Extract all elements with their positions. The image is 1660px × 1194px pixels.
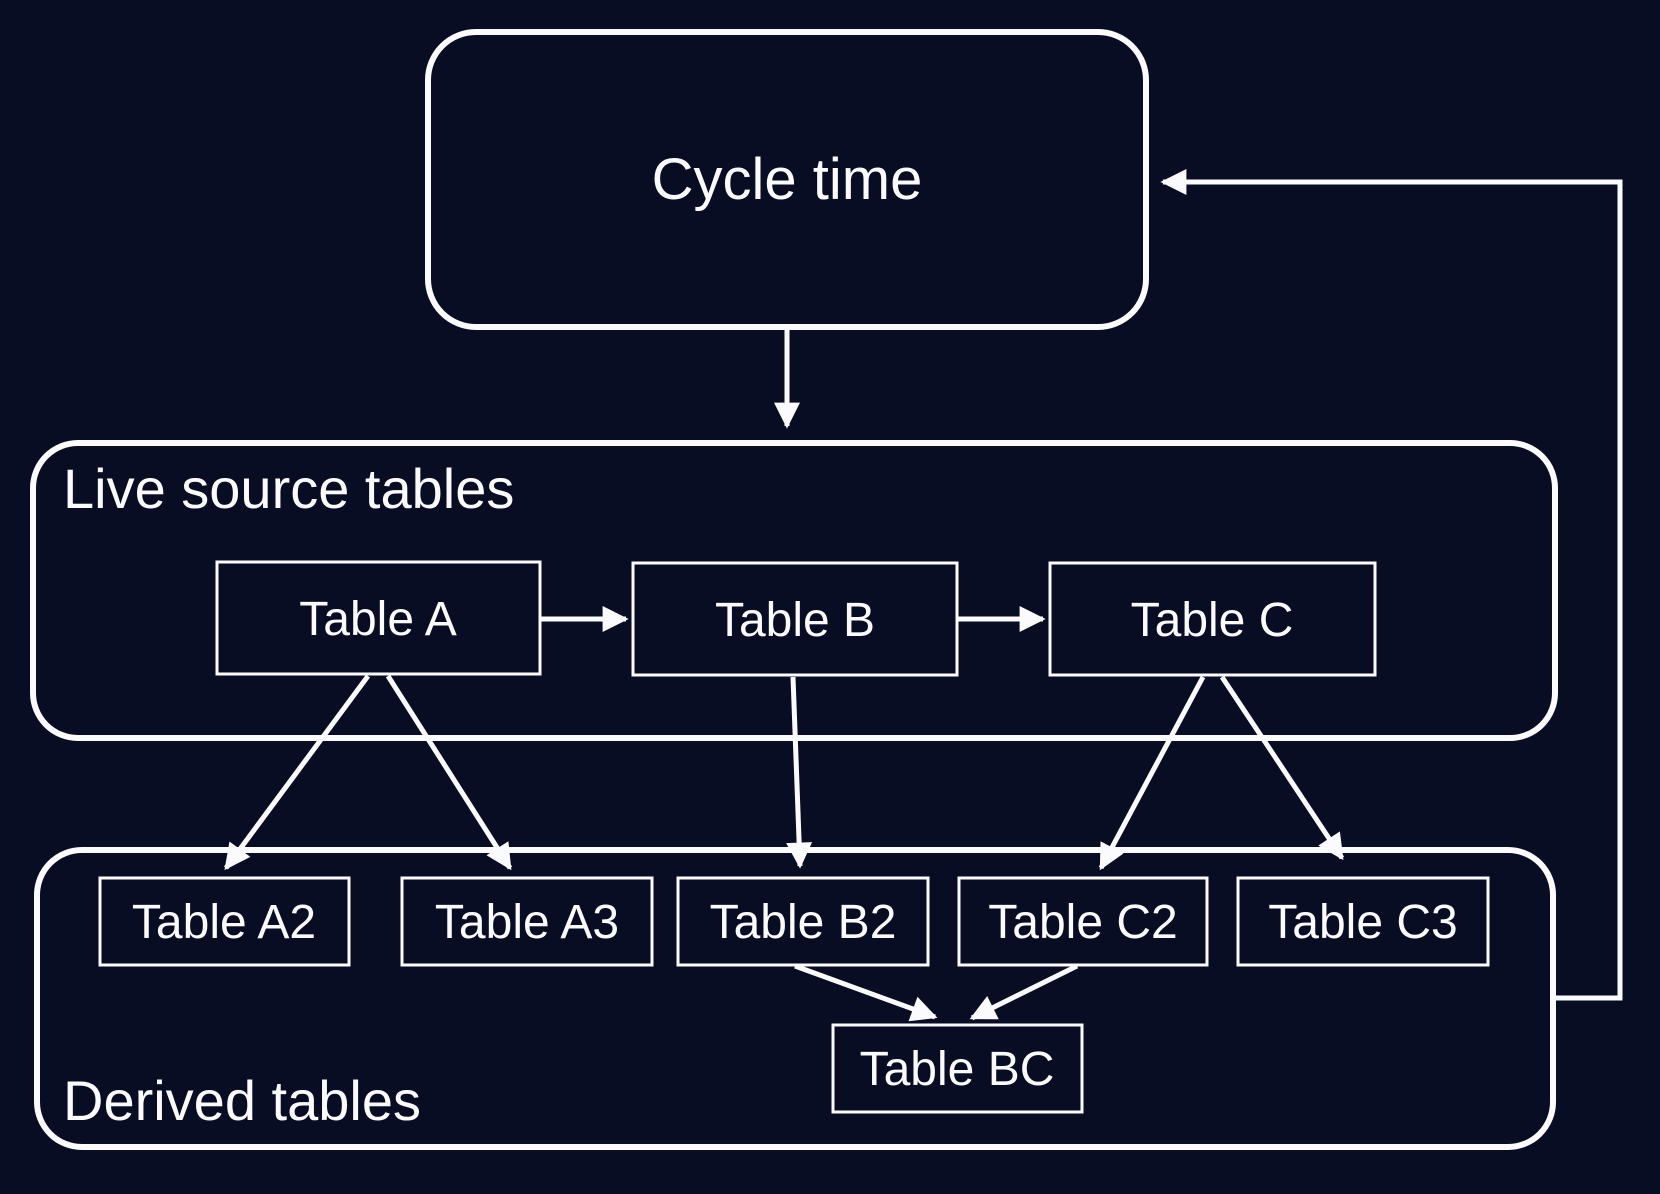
- table-c-label: Table C: [1131, 594, 1294, 647]
- edge-table-c2-to-table-bc: [969, 963, 1079, 1021]
- table-a2-box: [98, 876, 351, 967]
- table-c2-box: [957, 876, 1209, 967]
- table-c-box: [1048, 561, 1377, 677]
- cycle-time-box: [425, 29, 1149, 330]
- live-source-tables-label: Live source tables: [63, 457, 514, 520]
- cycle-time-label: Cycle time: [652, 147, 923, 212]
- table-a3-label: Table A3: [435, 896, 619, 949]
- edge-derived-tables-to-cycle-time: [1160, 169, 1623, 1001]
- table-a3-box: [400, 876, 654, 967]
- edge-table-b2-to-table-bc: [794, 963, 938, 1022]
- table-a2-label: Table A2: [132, 896, 316, 949]
- table-b2-label: Table B2: [710, 896, 897, 949]
- edge-table-a-to-table-a2: [223, 674, 371, 871]
- edge-table-b-to-table-b2: [786, 676, 813, 869]
- edge-table-c-to-table-c2: [1098, 675, 1206, 871]
- derived-tables-label: Derived tables: [63, 1069, 421, 1132]
- table-a-label: Table A: [299, 593, 456, 646]
- table-bc-label: Table BC: [860, 1043, 1055, 1096]
- table-b2-box: [676, 876, 930, 967]
- table-b-label: Table B: [715, 594, 875, 647]
- table-c3-label: Table C3: [1268, 896, 1457, 949]
- edge-table-c-to-table-c3: [1219, 675, 1345, 861]
- edge-table-a-to-table-a3: [385, 674, 513, 871]
- table-bc-box: [831, 1023, 1084, 1114]
- table-c3-box: [1236, 876, 1490, 967]
- table-c2-label: Table C2: [988, 896, 1177, 949]
